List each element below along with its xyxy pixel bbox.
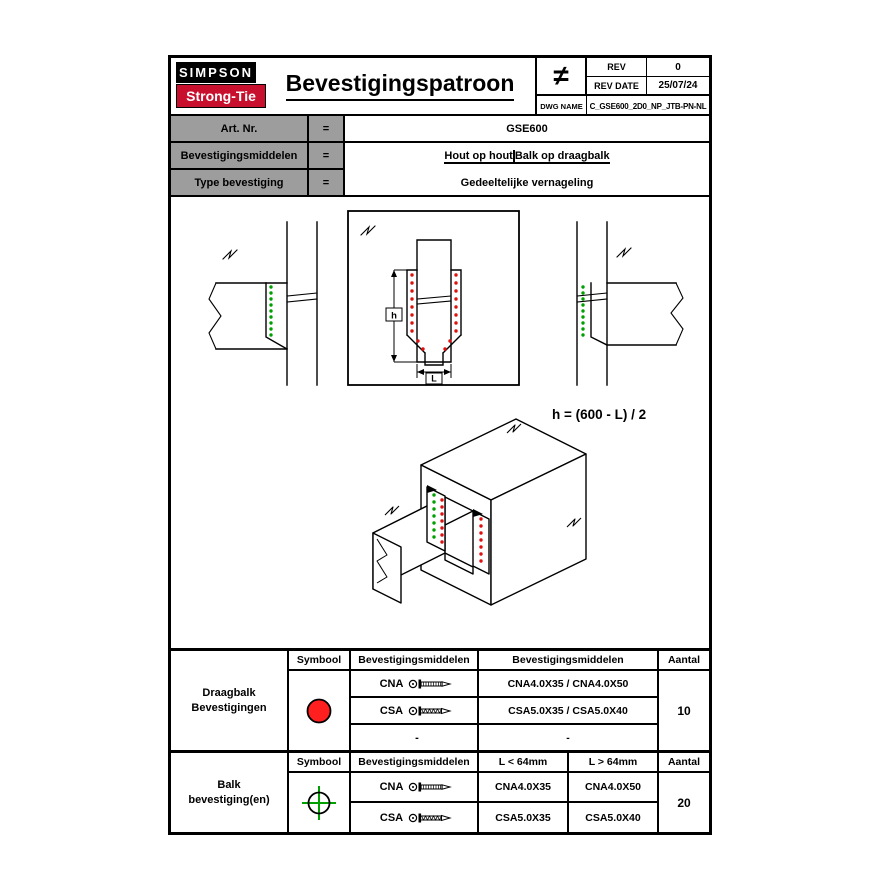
nail-icon <box>409 781 452 793</box>
table2-header-l-large: L > 64mm <box>569 753 659 773</box>
rev-date-value: 25/07/24 <box>647 77 709 96</box>
table2-header-l-small: L < 64mm <box>479 753 569 773</box>
table1-value-cna: CNA4.0X35 / CNA4.0X50 <box>479 671 659 698</box>
table1-header-middelen: Bevestigingsmiddelen <box>351 651 479 671</box>
fastener-type-value-2: Balk op draagbalk <box>514 149 610 164</box>
fastener-type-row: Bevestigingsmiddelen = Hout op hout Balk… <box>171 143 709 170</box>
table1-row-cna: CNA <box>351 671 479 698</box>
table2-cna-large: CNA4.0X50 <box>569 773 659 803</box>
equals-sign: = <box>309 116 345 143</box>
csa-label: CSA <box>379 811 404 824</box>
red-circle-symbol <box>289 671 351 750</box>
table1-header-symbool: Symbool <box>289 651 351 671</box>
dim-h-label: h <box>391 311 397 322</box>
rev-date-label: REV DATE <box>587 77 647 96</box>
csa-label: CSA <box>379 704 404 717</box>
rev-label: REV <box>587 58 647 77</box>
cna-label: CNA <box>379 781 404 793</box>
screw-icon <box>408 705 451 716</box>
page-title: Bevestigingspatroon <box>285 70 515 101</box>
dwg-name-label: DWG NAME <box>537 96 587 116</box>
fastener-type-value-1: Hout op hout <box>444 149 515 164</box>
table2-csa-large: CSA5.0X40 <box>569 803 659 832</box>
table1-value-csa: CSA5.0X35 / CSA5.0X40 <box>479 698 659 725</box>
table1-row-empty: - <box>351 725 479 750</box>
dim-l-label: L <box>431 374 437 384</box>
art-nr-value: GSE600 <box>345 116 709 143</box>
table2-row-csa: CSA <box>351 803 479 832</box>
equals-sign: = <box>309 143 345 170</box>
formula-label: h = (600 - L) / 2 <box>552 407 646 422</box>
article-info: Art. Nr. = GSE600 Bevestigingsmiddelen =… <box>171 116 709 197</box>
table1-aantal-value: 10 <box>659 671 709 750</box>
logo-simpson-text: SIMPSON <box>176 62 256 83</box>
isometric-view <box>372 418 587 606</box>
table2-csa-small: CSA5.0X35 <box>479 803 569 832</box>
screw-icon <box>408 812 451 823</box>
revision-block: ≠ REV 0 REV DATE 25/07/24 DWG NAME C_GSE… <box>535 58 709 116</box>
dimension-h <box>385 269 417 363</box>
side-view-right <box>576 221 684 386</box>
table2-row-label: Balk bevestiging(en) <box>171 753 289 832</box>
fastener-type-label: Bevestigingsmiddelen <box>171 143 309 170</box>
front-view <box>347 210 520 386</box>
cna-label: CNA <box>379 677 404 690</box>
simpson-strongtie-logo: SIMPSON Strong-Tie <box>176 62 266 108</box>
not-equal-symbol-icon: ≠ <box>537 58 587 96</box>
draagbalk-fasteners-table: Draagbalk Bevestigingen Symbool Bevestig… <box>171 648 709 750</box>
balk-fasteners-table: Balk bevestiging(en) Symbool Bevestiging… <box>171 750 709 832</box>
nail-icon <box>409 678 452 689</box>
table1-header-middelen-2: Bevestigingsmiddelen <box>479 651 659 671</box>
table2-header-middelen: Bevestigingsmiddelen <box>351 753 479 773</box>
crosshair-symbol <box>289 773 351 832</box>
dimension-l <box>416 364 452 385</box>
title-wrap: Bevestigingspatroon <box>267 70 533 101</box>
table2-cna-small: CNA4.0X35 <box>479 773 569 803</box>
table1-row-csa: CSA <box>351 698 479 725</box>
red-nail-dots <box>410 273 483 563</box>
table1-header-aantal: Aantal <box>659 651 709 671</box>
technical-drawing: h L h = (600 - L) / 2 <box>208 210 684 606</box>
logo-strongtie-text: Strong-Tie <box>176 84 266 108</box>
table2-header-symbool: Symbool <box>289 753 351 773</box>
fastener-type-values: Hout op hout Balk op draagbalk <box>345 143 709 170</box>
green-nail-dots <box>269 285 585 539</box>
equals-sign: = <box>309 170 345 197</box>
bevestiging-type-label: Type bevestiging <box>171 170 309 197</box>
table2-aantal-value: 20 <box>659 773 709 832</box>
table2-header-aantal: Aantal <box>659 753 709 773</box>
drawing-sheet: SIMPSON Strong-Tie Bevestigingspatroon ≠… <box>168 55 712 835</box>
table1-value-empty: - <box>479 725 659 750</box>
side-view-left <box>208 221 318 386</box>
art-nr-label: Art. Nr. <box>171 116 309 143</box>
dwg-name-value: C_GSE600_2D0_NP_JTB-PN-NL <box>589 101 707 111</box>
bevestiging-type-value: Gedeeltelijke vernageling <box>345 170 709 197</box>
bevestiging-type-row: Type bevestiging = Gedeeltelijke vernage… <box>171 170 709 197</box>
title-block: SIMPSON Strong-Tie Bevestigingspatroon ≠… <box>171 58 709 116</box>
table2-row-cna: CNA <box>351 773 479 803</box>
table1-row-label: Draagbalk Bevestigingen <box>171 651 289 750</box>
art-nr-row: Art. Nr. = GSE600 <box>171 116 709 143</box>
rev-value: 0 <box>647 58 709 77</box>
